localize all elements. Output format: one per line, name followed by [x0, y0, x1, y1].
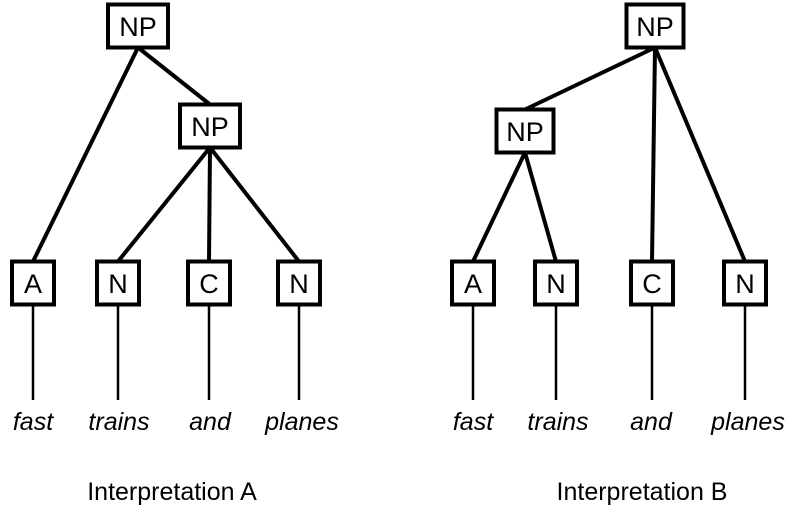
- word-label-a-word-planes: planes: [264, 408, 339, 436]
- node-rect-b-np-inner: [494, 107, 556, 155]
- node-label-a-pos-a: A: [24, 269, 42, 299]
- node-label-b-pos-n1: N: [546, 269, 566, 299]
- node-label-a-np-inner: NP: [191, 112, 229, 142]
- node-label-b-np-root: NP: [636, 12, 674, 42]
- node-label-b-np-inner: NP: [506, 117, 544, 147]
- branch-layer: [471, 45, 747, 263]
- node-b-np-root[interactable]: NP: [624, 2, 686, 50]
- node-label-b-pos-c: C: [642, 269, 662, 299]
- node-rect-a-pos-a: [10, 259, 56, 307]
- node-label-a-pos-n1: N: [108, 269, 128, 299]
- node-b-pos-c[interactable]: C: [629, 259, 675, 307]
- stem-layer: [31, 305, 301, 400]
- node-rect-a-pos-n2: [276, 259, 322, 307]
- node-a-np-root[interactable]: NP: [106, 2, 170, 50]
- node-label-b-pos-n2: N: [735, 269, 755, 299]
- node-b-pos-n2[interactable]: N: [722, 259, 768, 307]
- branch-a-np-root-to-a-np-inner: [136, 45, 212, 107]
- caption-interpretation-b: Interpretation B: [557, 478, 728, 506]
- branch-layer: [31, 45, 301, 263]
- node-label-a-pos-c: C: [199, 269, 219, 299]
- branch-b-np-inner-to-b-pos-n1: [523, 151, 558, 263]
- word-label-a-word-and: and: [189, 408, 232, 436]
- caption-interpretation-a: Interpretation A: [87, 478, 257, 506]
- node-b-pos-a[interactable]: A: [450, 259, 496, 307]
- node-rect-b-pos-n1: [533, 259, 579, 307]
- branch-a-np-inner-to-a-pos-n1: [116, 146, 212, 263]
- node-a-np-inner[interactable]: NP: [178, 102, 242, 150]
- node-b-pos-n1[interactable]: N: [533, 259, 579, 307]
- word-label-b-word-planes: planes: [710, 408, 785, 436]
- node-a-pos-n1[interactable]: N: [95, 259, 141, 307]
- node-b-np-inner[interactable]: NP: [494, 107, 556, 155]
- stem-layer: [471, 305, 747, 400]
- branch-b-np-inner-to-b-pos-a: [471, 151, 527, 263]
- node-label-a-pos-n2: N: [289, 269, 309, 299]
- node-a-pos-a[interactable]: A: [10, 259, 56, 307]
- node-rect-a-np-root: [106, 2, 170, 50]
- node-rect-a-pos-c: [186, 259, 232, 307]
- node-label-b-pos-a: A: [464, 269, 482, 299]
- word-label-a-word-trains: trains: [88, 408, 149, 436]
- node-label-a-np-root: NP: [119, 12, 157, 42]
- branch-b-np-root-to-b-pos-c: [650, 47, 657, 262]
- word-label-b-word-trains: trains: [527, 408, 588, 436]
- branch-b-np-root-to-b-pos-n2: [653, 46, 747, 263]
- word-label-b-word-and: and: [630, 408, 673, 436]
- node-a-pos-c[interactable]: C: [186, 259, 232, 307]
- branch-b-np-root-to-b-np-inner: [524, 45, 656, 112]
- node-rect-a-pos-n1: [95, 259, 141, 307]
- node-rect-a-np-inner: [178, 102, 242, 150]
- branch-a-np-root-to-a-pos-a: [31, 46, 140, 263]
- node-rect-b-pos-n2: [722, 259, 768, 307]
- node-a-pos-n2[interactable]: N: [276, 259, 322, 307]
- branch-a-np-inner-to-a-pos-c: [207, 147, 212, 262]
- node-rect-b-np-root: [624, 2, 686, 50]
- word-label-a-word-fast: fast: [13, 408, 54, 436]
- node-rect-b-pos-a: [450, 259, 496, 307]
- branch-a-np-inner-to-a-pos-n2: [208, 146, 301, 263]
- node-rect-b-pos-c: [629, 259, 675, 307]
- word-label-b-word-fast: fast: [453, 408, 494, 436]
